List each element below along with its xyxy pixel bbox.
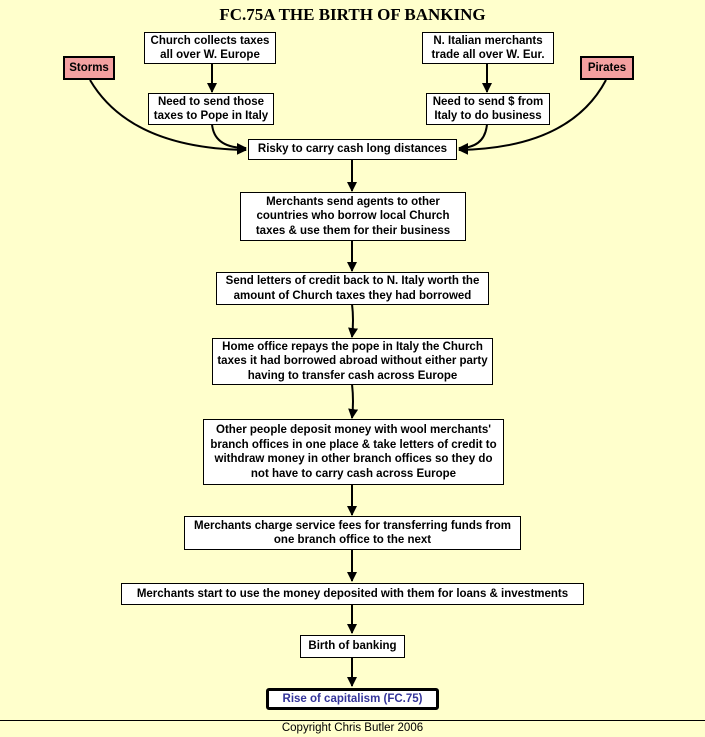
arrow-storms-to-risky bbox=[89, 79, 247, 155]
node-church-taxes: Church collects taxes all over W. Europe bbox=[144, 32, 276, 64]
footer-divider bbox=[0, 720, 705, 721]
arrow-send-to-risky bbox=[458, 123, 488, 153]
node-risky: Risky to carry cash long distances bbox=[248, 139, 457, 160]
copyright-footer: Copyright Chris Butler 2006 bbox=[281, 722, 424, 734]
node-italian-merchants: N. Italian merchants trade all over W. E… bbox=[422, 32, 554, 64]
node-send-to-pope: Need to send those taxes to Pope in Ital… bbox=[148, 93, 274, 125]
arrow-letters-to-home bbox=[348, 303, 359, 338]
node-loans: Merchants start to use the money deposit… bbox=[121, 583, 584, 605]
node-storms: Storms bbox=[63, 56, 115, 80]
arrow-pirates-to-risky bbox=[458, 79, 607, 155]
node-home-office: Home office repays the pope in Italy the… bbox=[212, 338, 493, 385]
node-fees: Merchants charge service fees for transf… bbox=[184, 516, 521, 550]
node-letters: Send letters of credit back to N. Italy … bbox=[216, 272, 489, 305]
arrow-home-to-deposits bbox=[348, 383, 359, 419]
node-birth: Birth of banking bbox=[300, 635, 405, 658]
node-agents: Merchants send agents to other countries… bbox=[240, 192, 466, 241]
arrow-pope-to-risky bbox=[211, 123, 247, 153]
node-pirates: Pirates bbox=[580, 56, 634, 80]
diagram-title: FC.75A THE BIRTH OF BANKING bbox=[219, 5, 486, 24]
node-deposits: Other people deposit money with wool mer… bbox=[203, 419, 504, 485]
node-send-money-italy: Need to send $ from Italy to do business bbox=[426, 93, 550, 125]
node-capitalism[interactable]: Rise of capitalism (FC.75) bbox=[266, 688, 439, 710]
